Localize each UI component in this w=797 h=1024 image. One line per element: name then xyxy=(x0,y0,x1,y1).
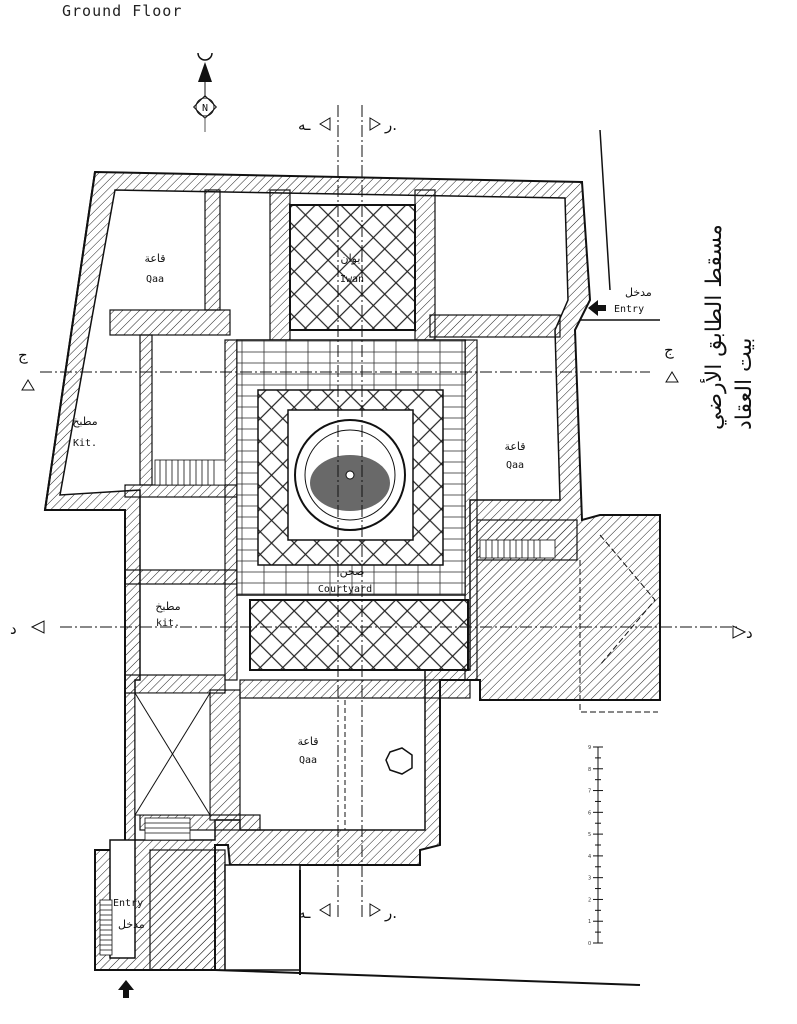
svg-text:قاعة: قاعة xyxy=(297,735,318,748)
entry-south: Entry مدخل xyxy=(113,898,145,998)
north-arrow-icon: N xyxy=(192,52,218,132)
svg-text:مطبخ: مطبخ xyxy=(72,415,97,428)
svg-text:Qaa: Qaa xyxy=(506,460,524,471)
section-label-top-left: ـه xyxy=(298,116,311,134)
section-label-bottom-left: ـه xyxy=(298,904,311,922)
scale-tick-label: 4 xyxy=(588,854,591,860)
arrow-up-icon xyxy=(118,980,134,998)
section-label-top-right: ر. xyxy=(384,116,397,134)
room-label-courtyard: صحن Courtyard xyxy=(318,565,372,595)
svg-text:Entry: Entry xyxy=(113,898,143,909)
svg-text:Qaa: Qaa xyxy=(146,274,164,285)
svg-text:Qaa: Qaa xyxy=(299,755,317,766)
svg-text:Courtyard: Courtyard xyxy=(318,584,372,595)
svg-text:قاعة: قاعة xyxy=(504,440,525,453)
stairs xyxy=(99,459,556,956)
annex-outline xyxy=(579,534,658,713)
svg-text:قاعة: قاعة xyxy=(144,252,165,265)
scale-tick-label: 7 xyxy=(588,789,591,795)
scale-tick-label: 2 xyxy=(588,897,591,903)
arrow-left-icon xyxy=(588,300,606,316)
svg-text:صحن: صحن xyxy=(340,565,365,578)
room-label-iwan: ايوان Iwan xyxy=(340,252,364,285)
svg-text:مطبخ: مطبخ xyxy=(155,600,180,613)
room-label-qaa-s: قاعة Qaa xyxy=(297,735,318,766)
scale-tick-label: 8 xyxy=(588,767,591,773)
section-markers: ـه ر. ـه ر. ج ج د د xyxy=(10,116,753,922)
section-label-mid-left: ج xyxy=(18,346,28,365)
scale-tick-label: 0 xyxy=(588,941,591,947)
scale-tick-label: 9 xyxy=(588,745,591,751)
svg-text:Entry: Entry xyxy=(614,304,644,315)
svg-text:مدخل: مدخل xyxy=(118,918,145,931)
svg-text:مدخل: مدخل xyxy=(625,286,652,299)
svg-text:kit.: kit. xyxy=(156,618,180,629)
section-label-bottom-right: ر. xyxy=(384,904,397,922)
courtyard xyxy=(236,339,469,671)
section-label-low-right: د xyxy=(746,624,753,642)
iwan-floor xyxy=(289,204,416,331)
room-label-qaa-e: قاعة Qaa xyxy=(504,440,525,471)
scale-bar: 0 1 2 3 4 5 6 7 8 9 xyxy=(588,745,603,947)
svg-text:Iwan: Iwan xyxy=(340,274,364,285)
section-label-low-left: د xyxy=(10,620,17,638)
well-icon xyxy=(385,747,413,775)
scale-tick-label: 6 xyxy=(588,810,591,816)
drawing-title: Ground Floor xyxy=(62,2,183,20)
room-label-kit-w: مطبخ Kit. xyxy=(72,415,97,449)
scale-tick-label: 1 xyxy=(588,919,591,925)
lightwell xyxy=(134,692,211,816)
room-label-qaa-nw: قاعة Qaa xyxy=(144,252,165,285)
scale-tick-label: 5 xyxy=(588,832,591,838)
scale-tick-label: 3 xyxy=(588,876,591,882)
section-label-mid-right: ج xyxy=(664,341,674,360)
svg-text:Kit.: Kit. xyxy=(73,438,97,449)
svg-text:ايوان: ايوان xyxy=(341,252,364,265)
north-label: N xyxy=(202,103,208,114)
entry-east: مدخل Entry xyxy=(588,286,652,316)
room-label-kit-sw: مطبخ kit. xyxy=(155,600,180,629)
section-lines xyxy=(40,105,740,920)
